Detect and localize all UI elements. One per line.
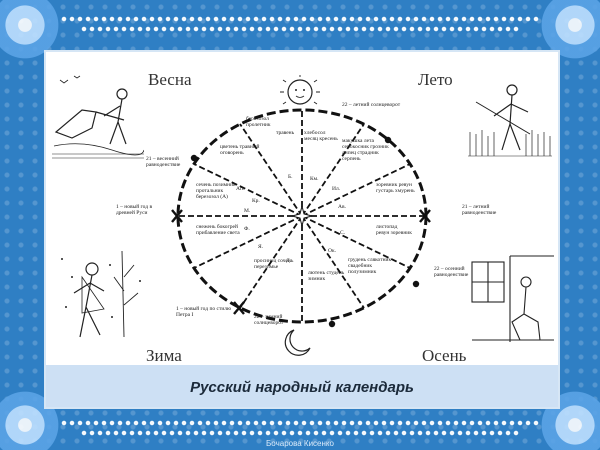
spring-ploughman-illustration [52,75,144,159]
calendar-wheel-diagram [171,75,431,356]
autumn-house-illustration [471,255,554,342]
sun-face-icon [280,75,320,105]
sector-label-11: березозол пролетник [246,116,271,128]
sector-label-0: травень [276,130,295,136]
season-winter: Зима [146,346,182,365]
month-abbr-11: Кр. [252,198,260,204]
bead-string-bottom [60,420,540,426]
equinox-marker-left [171,209,183,223]
sector-label-10: цветень травный оговорень [220,144,260,156]
month-abbr-4: Ав. [338,204,346,210]
month-abbr-9: Ф. [244,226,250,232]
note-winter-solstice: 22 – зимний солнцеворот [254,314,284,326]
month-abbr-3: Ил. [332,186,341,192]
footer-credit: Бочарова Кисенко [266,439,334,448]
equinox-marker-right [419,209,431,223]
sector-label-6: лютень студень зимник [308,270,345,282]
note-spring-equinox: 21 – весенний равноденствие [146,156,181,168]
sector-label-9: сечень позимник протальник березозол (А) [196,182,236,200]
calendar-panel: Весна Лето Зима Осень [44,50,560,409]
sector-label-4: листопад ревун зоревник [376,224,412,236]
sector-label-1: хлебосол месяц кресень [304,130,338,142]
spring-dot [190,154,198,162]
month-abbr-10: М. [244,208,251,214]
centre-star-icon [291,205,313,227]
month-abbr-7: Д. [286,258,292,264]
summer-solstice-dot [384,136,392,144]
season-summer: Лето [418,70,453,89]
bead-string-bottom-2 [80,430,520,436]
season-spring: Весна [148,70,192,89]
sector-label-8: снежень бокогрей прибавление света [196,224,240,236]
summer-mower-illustration [468,84,552,157]
winter-traveler-illustration [61,250,141,338]
autumn-dot [412,280,420,288]
note-autumn-equinox: 22 – осенний равноденствие [434,266,469,278]
winter-dot [328,320,336,328]
moon-icon [284,329,311,356]
season-autumn: Осень [422,346,467,365]
note-summer-solstice: 22 – летний солнцеворот [342,102,401,108]
month-abbr-8: Я. [258,244,264,250]
month-abbr-1: Б. [288,174,293,180]
sector-label-3: зоревник ревун густарь хмурень [376,182,415,194]
bead-string-top [60,16,540,22]
month-abbr-2: Км. [310,176,319,182]
caption-band [46,365,558,407]
month-abbr-6: Ок. [328,248,337,254]
note-ancient-new-year: 1 – новый год в древней Руси [116,204,153,216]
note-petrine-new-year: 1 – новый год по стилю Петра I [176,306,232,318]
sector-label-2: макушка лета сенокосник грозник липец ст… [342,138,389,162]
sector-label-7: просинец сочень перезимье [254,258,294,270]
sector-label-5: грудень слякотник свадебник полузимник [348,257,392,275]
slide-caption: Русский народный календарь [190,379,414,396]
solstice-marker-bottom-left [233,301,245,315]
month-abbr-5: С. [340,230,346,236]
month-abbr-0: Ап. [236,186,245,192]
bead-string-top-2 [80,26,520,32]
note-right-equinox: 21 – летний равноденствие [462,204,497,216]
